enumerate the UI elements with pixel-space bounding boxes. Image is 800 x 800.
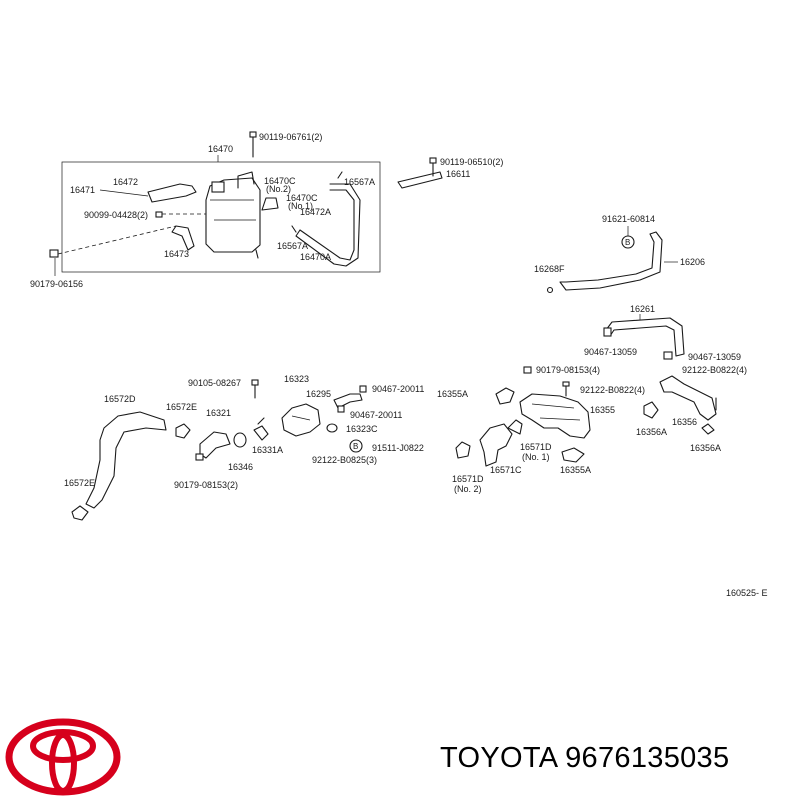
hose-16295	[333, 385, 367, 413]
label-16331a: 16331A	[252, 445, 283, 455]
gasket-16346	[233, 432, 247, 448]
label-16567a-b: 16567A	[277, 241, 308, 251]
label-16356a-b: 16356A	[690, 443, 721, 453]
label-16572d: 16572D	[104, 394, 136, 404]
label-16321: 16321	[206, 408, 231, 418]
nut-90179-06156	[49, 249, 59, 276]
o-ring-16323c	[326, 423, 338, 433]
reservoir-group: 16470 90119-06761(2) 16470C (No.2) 16470…	[57, 131, 381, 273]
label-90467-13059-b: 90467-13059	[688, 352, 741, 362]
label-16470: 16470	[208, 144, 233, 154]
label-16473: 16473	[164, 249, 189, 259]
clamp-16567a-top	[337, 171, 343, 179]
label-16355a-b: 16355A	[560, 465, 591, 475]
label-16470a: 16470A	[300, 252, 331, 262]
label-91621-60814: 91621-60814	[602, 214, 655, 224]
hose-16571c	[479, 423, 513, 467]
label-16472: 16472	[113, 177, 138, 187]
pipe-16206: B	[546, 226, 678, 294]
label-16323c: 16323C	[346, 424, 378, 434]
label-16323: 16323	[284, 374, 309, 384]
bracket-16473	[171, 225, 195, 251]
label-16571d-no2: 16571D	[452, 474, 484, 484]
label-90179-08153-4: 90179-08153(4)	[536, 365, 600, 375]
label-92122-b0822-b: 92122-B0822(4)	[682, 365, 747, 375]
housing-16323	[251, 379, 321, 437]
label-90467-20011-a: 90467-20011	[372, 384, 424, 394]
diagram-code: 160525- E	[726, 588, 768, 598]
label-16470c-b: 16470C	[286, 193, 318, 203]
marker-b-a: B	[625, 238, 630, 247]
mount-guide-line	[57, 225, 177, 255]
hose-16470a	[295, 183, 361, 267]
label-16470c-no2: (No.2)	[266, 184, 291, 194]
brand-name: TOYOTA	[440, 742, 557, 774]
reservoir-group-box	[61, 161, 381, 273]
label-90119-06761: 90119-06761(2)	[259, 132, 322, 142]
label-90179-06156: 90179-06156	[30, 279, 83, 289]
label-92122-b0825: 92122-B0825(3)	[312, 455, 377, 465]
clamp-16572e-top	[175, 423, 191, 439]
bracket-16611	[397, 157, 443, 189]
label-16572e-b: 16572E	[64, 478, 95, 488]
label-16572e-a: 16572E	[166, 402, 197, 412]
thermostat-16331a	[253, 417, 269, 441]
label-16206: 16206	[680, 257, 705, 267]
label-16472a: 16472A	[300, 207, 331, 217]
pipe-16356	[659, 375, 717, 435]
inlet-16321	[195, 431, 231, 461]
toyota-logo-icon	[5, 718, 121, 796]
label-90099-04428: 90099-04428(2)	[84, 210, 148, 220]
label-16571d-no2-sub: (No. 2)	[454, 484, 482, 494]
label-90179-08153-2: 90179-08153(2)	[174, 480, 238, 490]
label-16471: 16471	[70, 185, 95, 195]
label-16355a-a: 16355A	[437, 389, 468, 399]
label-16346: 16346	[228, 462, 253, 472]
bolt-90119-06761	[249, 131, 257, 158]
marker-b-b: B	[353, 442, 358, 451]
label-92122-b0822: 92122-B0822(4)	[580, 385, 645, 395]
part-number: 9676135035	[565, 742, 730, 774]
label-16470c: 16470C	[264, 176, 296, 186]
hose-16261	[603, 317, 685, 360]
hose-16572d	[85, 411, 167, 509]
label-16571d-no1-sub: (No. 1)	[522, 452, 550, 462]
label-16261: 16261	[630, 304, 655, 314]
label-16611: 16611	[446, 169, 470, 179]
label-90467-13059-a: 90467-13059	[584, 347, 637, 357]
label-16567a-a: 16567A	[344, 177, 375, 187]
nut-90179-08153-4	[523, 366, 532, 374]
bracket-16470c-no1	[261, 197, 279, 211]
clamp-16571d-no2	[455, 441, 471, 459]
brand-part-number: TOYOTA 9676135035	[440, 742, 729, 775]
stud-92122-b0822	[562, 381, 570, 397]
gasket-16355a-bottom	[561, 447, 585, 463]
reservoir-tank	[205, 177, 261, 259]
label-16571c: 16571C	[490, 465, 522, 475]
gasket-16355a-top	[495, 387, 515, 405]
label-16470c-no1: (No.1)	[288, 201, 313, 211]
label-16268f: 16268F	[534, 264, 565, 274]
label-90467-20011-b: 90467-20011	[350, 410, 402, 420]
bracket-16470c-no2	[237, 171, 255, 189]
water-outlet-16355	[519, 393, 591, 439]
label-90119-06510: 90119-06510(2)	[440, 157, 503, 167]
clamp-16567a-bottom	[291, 225, 297, 233]
label-91511-j0822: 91511-J0822	[372, 443, 424, 453]
label-16571d-no1: 16571D	[520, 442, 552, 452]
gasket-16356a-a	[643, 401, 659, 419]
marker-b-b-circle	[349, 439, 363, 453]
hose-16472	[147, 183, 197, 203]
label-16295: 16295	[306, 389, 331, 399]
label-16355: 16355	[590, 405, 615, 415]
clamp-16572e-bottom	[71, 505, 89, 521]
label-16356a-a: 16356A	[636, 427, 667, 437]
clamp-16571d-no1	[507, 419, 523, 435]
label-16356: 16356	[672, 417, 697, 427]
clip-90099-04428	[155, 211, 206, 218]
label-90105-08267: 90105-08267	[188, 378, 241, 388]
